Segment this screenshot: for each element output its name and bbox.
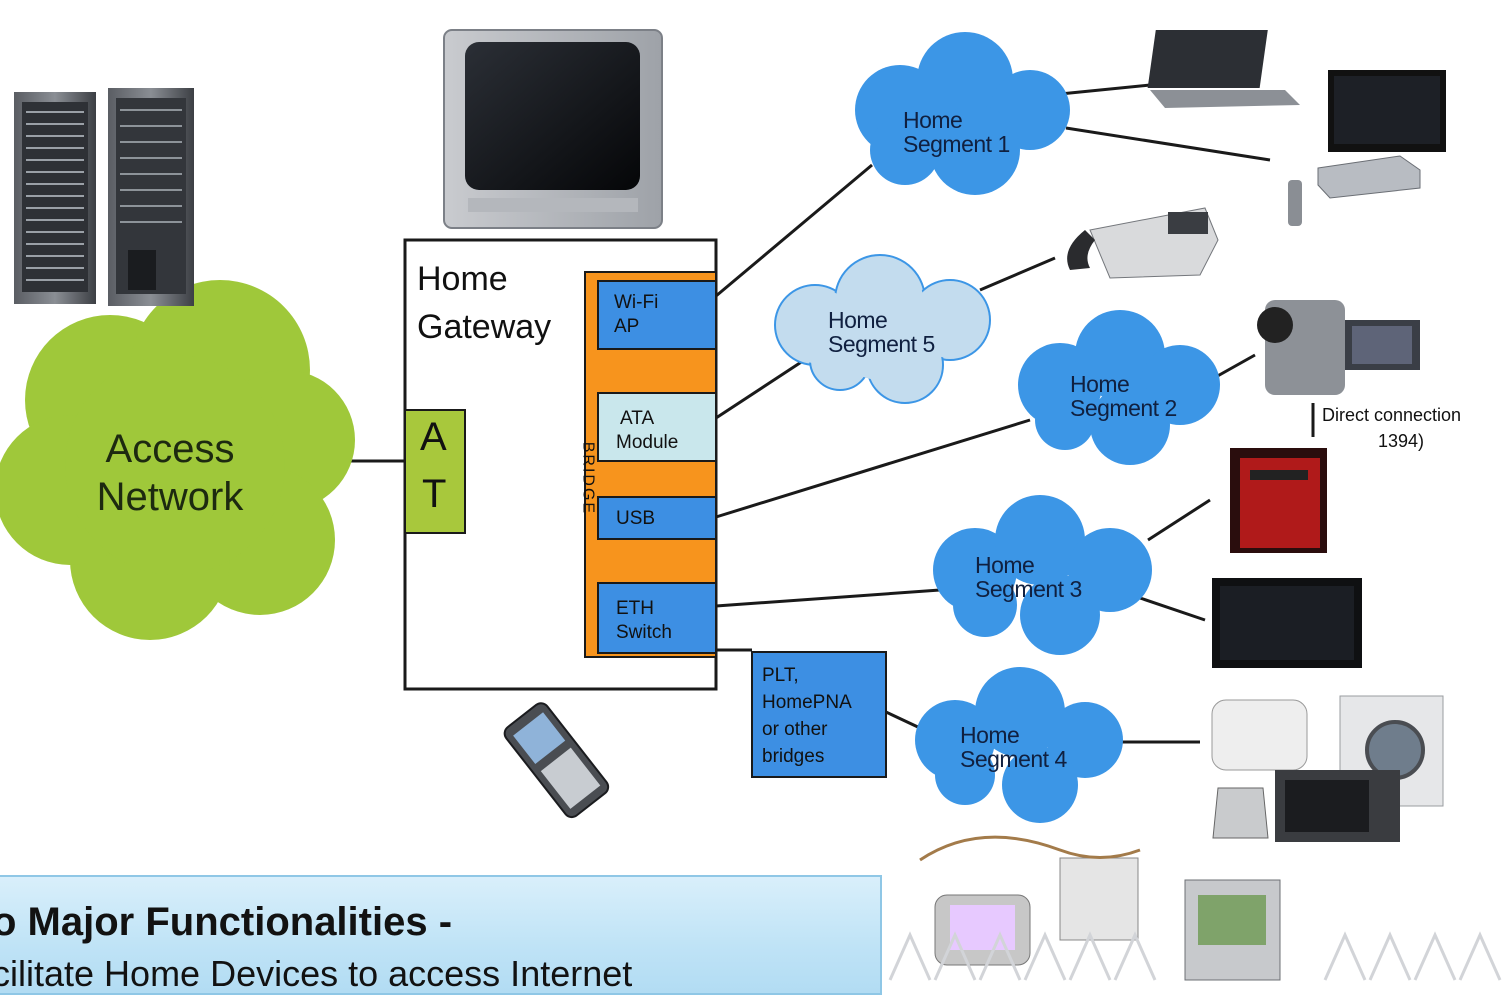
- segment-2-label: Home Segment 2: [1070, 372, 1177, 420]
- camcorder-icon: [1257, 300, 1420, 395]
- direct-connection-label-1: Direct connection: [1322, 405, 1462, 425]
- segment-5-line2: Segment 5: [828, 331, 935, 357]
- access-network-cloud: [0, 280, 355, 640]
- flat-tv-icon: [1328, 70, 1446, 152]
- callout-heading: o Major Functionalities -: [0, 900, 453, 944]
- desk-phone-icon: [1067, 207, 1219, 279]
- remote-icon: [1288, 180, 1302, 226]
- cloud-segment-4: [915, 667, 1123, 823]
- watermark-lettering: [888, 931, 1502, 981]
- eth-label-2: Switch: [616, 622, 672, 643]
- access-network-label: Access Network: [96, 427, 244, 519]
- gateway-title-line1: Home: [417, 260, 508, 298]
- segment-2-line2: Segment 2: [1070, 395, 1177, 421]
- home-appliances-icon: [1211, 695, 1444, 842]
- segment-5-label: Home Segment 5: [828, 308, 935, 356]
- plt-label-2: HomePNA: [762, 692, 852, 713]
- lcd-tv-icon: [1212, 578, 1362, 668]
- crt-tv-icon: [440, 25, 668, 240]
- segment-1-label: Home Segment 1: [903, 108, 1010, 156]
- mobile-phone-icon: [503, 702, 610, 819]
- plt-label-4: bridges: [762, 746, 825, 767]
- ata-label-1: ATA: [620, 408, 655, 429]
- wifi-label-1: Wi-Fi: [614, 292, 659, 313]
- at-label-t: T: [422, 472, 447, 516]
- at-box: [404, 409, 466, 534]
- dvd-player-icon: [1317, 155, 1421, 199]
- segment-5-line1: Home: [828, 307, 888, 333]
- power-meter-icon: [1184, 879, 1281, 981]
- eth-switch-module: [597, 582, 717, 654]
- pc-tower-icon: [1230, 448, 1327, 553]
- plt-label-1: PLT,: [762, 665, 799, 686]
- laptop-icon: [1147, 30, 1300, 108]
- bridge-label: BRIDGE: [579, 441, 597, 516]
- server-rack-icon: [14, 88, 194, 306]
- cloud-segment-2: [1018, 310, 1220, 465]
- segment-2-line1: Home: [1070, 371, 1130, 397]
- cloud-segment-5-fill: [777, 257, 988, 401]
- wifi-label-2: AP: [614, 316, 640, 337]
- sensor-kit-icon: [919, 835, 1141, 966]
- segment-4-line1: Home: [960, 722, 1020, 748]
- plt-bridge-box: [751, 651, 887, 778]
- functionalities-callout: o Major Functionalities - cilitate Home …: [0, 875, 882, 995]
- segment-3-line2: Segment 3: [975, 576, 1082, 602]
- usb-label: USB: [616, 508, 656, 529]
- wifi-ap-module: [597, 280, 717, 350]
- cloud-segment-3: [933, 495, 1152, 655]
- ata-module: [597, 392, 717, 462]
- ata-label-2: Module: [616, 432, 679, 453]
- eth-label-1: ETH: [616, 598, 654, 619]
- segment-4-line2: Segment 4: [960, 746, 1067, 772]
- segment-4-label: Home Segment 4: [960, 723, 1067, 771]
- segment-1-line1: Home: [903, 107, 963, 133]
- at-label-a: A: [420, 415, 447, 459]
- usb-module: [597, 496, 717, 540]
- plt-label-3: or other: [762, 719, 828, 740]
- segment-1-line2: Segment 1: [903, 131, 1010, 157]
- gateway-title-line2: Gateway: [417, 308, 552, 346]
- segment-3-label: Home Segment 3: [975, 553, 1082, 601]
- cloud-segment-1: [855, 32, 1070, 195]
- segment-3-line1: Home: [975, 552, 1035, 578]
- direct-connection-label-2: 1394): [1378, 431, 1425, 451]
- callout-body: cilitate Home Devices to access Internet: [0, 953, 633, 994]
